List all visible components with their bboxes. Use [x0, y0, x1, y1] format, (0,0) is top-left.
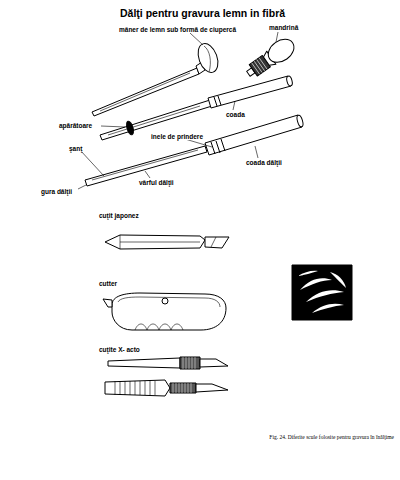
mandrin-handle: [243, 35, 299, 82]
part-label: mandrină: [268, 24, 299, 31]
figure-title: Dălţi pentru gravura lemn in fibră: [120, 8, 285, 20]
engraving-sample: [292, 265, 352, 320]
utility-cutter: [103, 293, 226, 330]
section-label: cuţit japonez: [98, 212, 140, 219]
part-label: vârful dălţii: [138, 179, 175, 186]
part-label: coada dălţii: [245, 159, 283, 166]
part-label: inele de prindere: [150, 133, 204, 140]
long-gouge: [85, 115, 304, 186]
part-label: gura dălţii: [40, 188, 73, 195]
section-label: cuţite X- acto: [98, 346, 141, 353]
part-label: coada: [225, 111, 246, 118]
part-label: şanţ: [68, 145, 83, 152]
section-label: cutter: [98, 280, 118, 287]
part-label: mâner de lemn sub formă de ciupercă: [118, 26, 237, 33]
x-acto-knife: [105, 380, 228, 396]
x-acto-knife: [108, 357, 228, 369]
figure-caption: Fig. 24. Diferite scule folosite pentru …: [269, 434, 394, 440]
japanese-knife: [105, 235, 229, 249]
part-label: apărătoare: [58, 122, 93, 129]
